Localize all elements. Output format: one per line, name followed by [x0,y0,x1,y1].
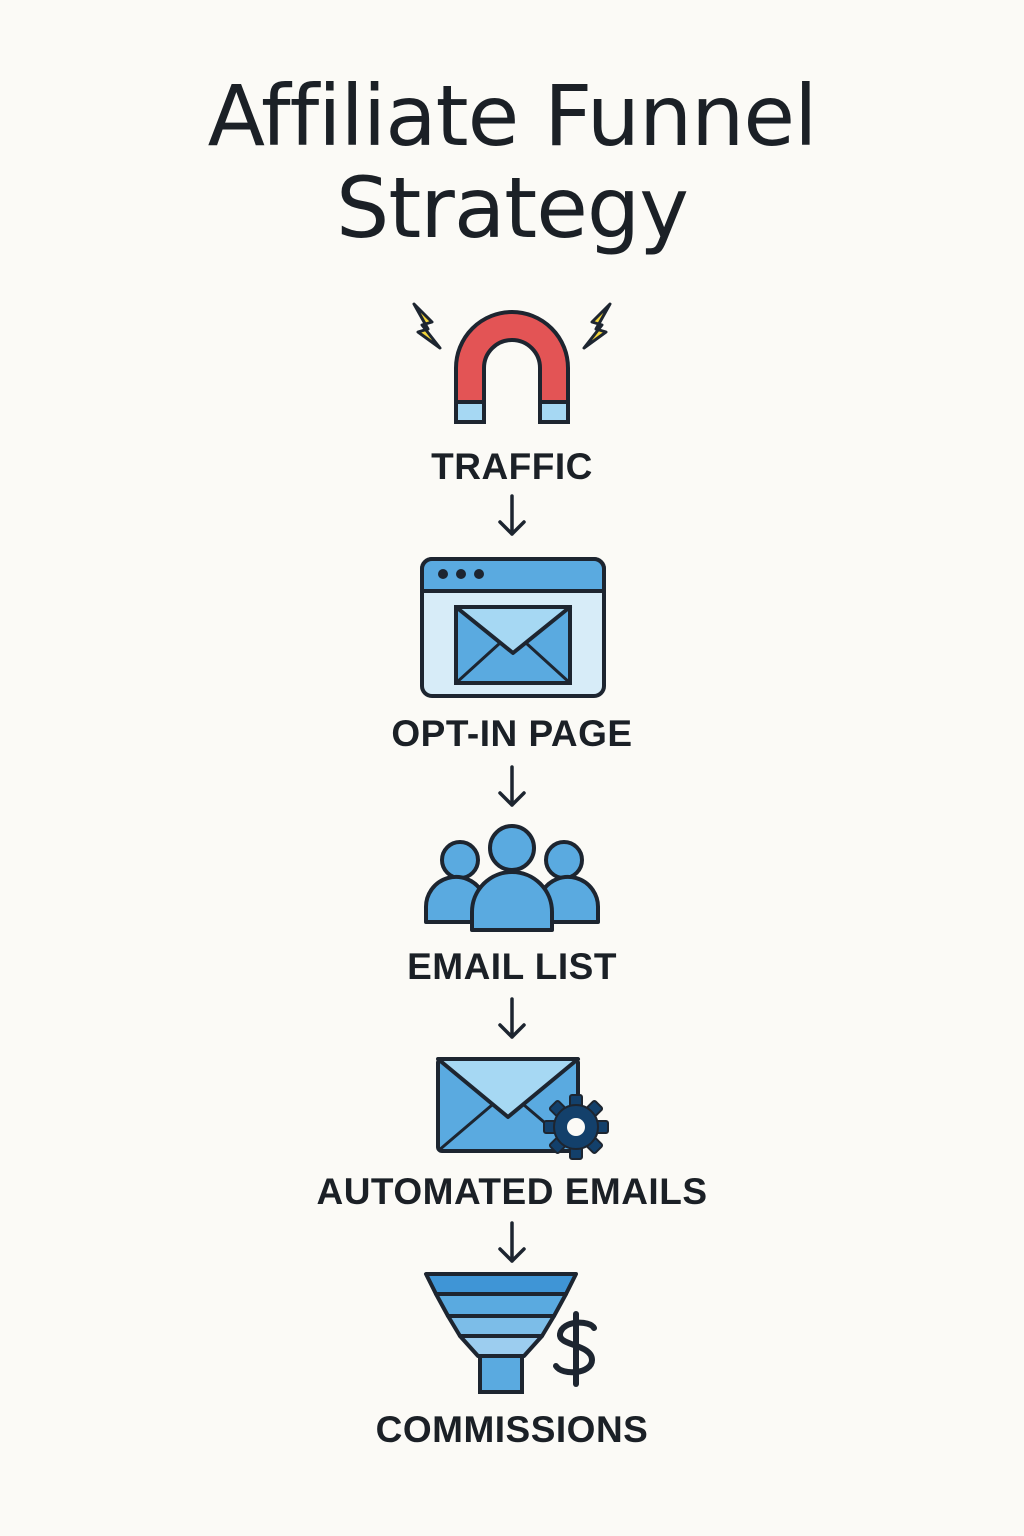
step-label-automated-emails: AUTOMATED EMAILS [316,1171,708,1212]
funnel-dollar-icon [424,1272,597,1394]
arrow-down-icon [498,997,526,1039]
browser-envelope-icon [420,557,606,698]
title-line-2: Strategy [336,159,689,257]
title-line-1: Affiliate Funnel [207,67,818,165]
step-label-traffic: TRAFFIC [431,446,593,487]
envelope-gear-icon [436,1057,609,1160]
gear-icon [543,1094,609,1160]
step-label-commissions: COMMISSIONS [375,1409,649,1450]
magnet-icon [412,302,612,424]
spark-left-icon [412,302,442,350]
spark-right-icon [582,302,612,350]
arrow-down-icon [498,1221,526,1263]
page-title: Affiliate Funnel Strategy [0,70,1024,254]
step-label-email-list: EMAIL LIST [407,946,617,987]
dollar-sign-icon [553,1311,597,1387]
arrow-down-icon [498,494,526,536]
arrow-down-icon [498,765,526,807]
step-label-opt-in-page: OPT-IN PAGE [391,713,633,754]
people-group-icon [423,824,601,932]
